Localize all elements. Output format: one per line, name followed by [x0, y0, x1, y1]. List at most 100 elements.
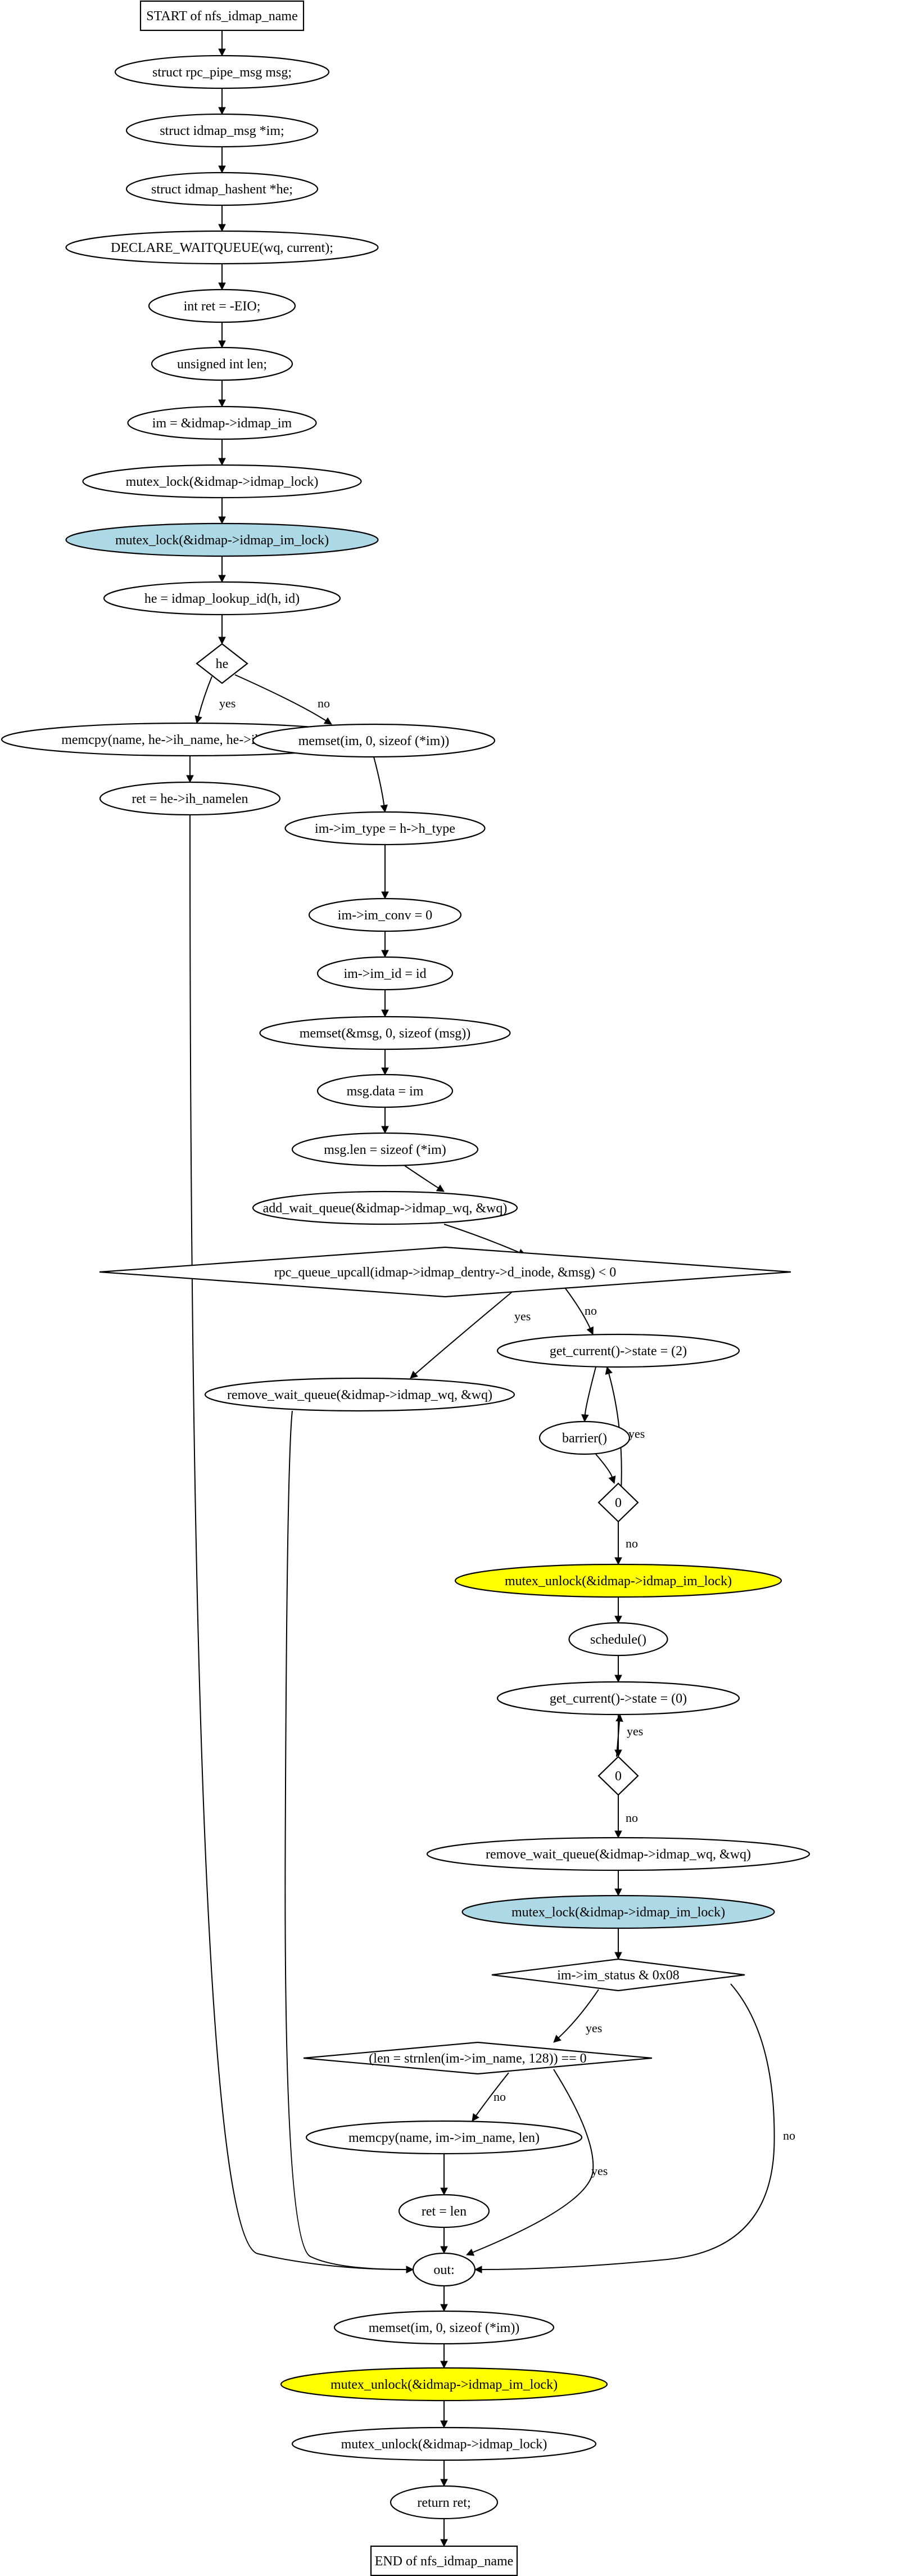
- node-label: struct rpc_pipe_msg msg;: [152, 65, 292, 80]
- edge-n28-to-d5: [614, 1928, 622, 1960]
- arrowhead: [381, 891, 389, 900]
- statement-node-n16[interactable]: im->im_id = id: [316, 956, 454, 991]
- node-ellipse: [204, 1377, 515, 1412]
- arrowhead: [218, 282, 226, 291]
- node-label: mutex_lock(&idmap->idmap_im_lock): [511, 1905, 725, 1920]
- node-label: END of nfs_idmap_name: [375, 2554, 514, 2569]
- node-label: ret = he->ih_namelen: [132, 792, 248, 806]
- statement-node-n2[interactable]: struct idmap_msg *im;: [125, 113, 319, 148]
- statement-node-n25[interactable]: schedule(): [568, 1622, 668, 1657]
- decision-node-d2[interactable]: rpc_queue_upcall(idmap->idmap_dentry->d_…: [99, 1246, 791, 1298]
- node-ellipse: [82, 464, 362, 499]
- edge-n4-to-n5: [218, 264, 226, 291]
- arrowhead: [440, 2361, 448, 2369]
- edge-n31-to-n32: [440, 2286, 448, 2312]
- node-ellipse: [125, 172, 319, 206]
- arrowhead: [440, 2420, 448, 2429]
- node-label: rpc_queue_upcall(idmap->idmap_dentry->d_…: [274, 1265, 616, 1280]
- statement-node-n8[interactable]: mutex_lock(&idmap->idmap_lock): [82, 464, 362, 499]
- edge-line: [595, 1454, 613, 1478]
- decision-node-d4[interactable]: 0: [597, 1756, 639, 1796]
- decision-node-d3[interactable]: 0: [597, 1482, 639, 1523]
- statement-node-n30[interactable]: ret = len: [398, 2194, 490, 2228]
- node-diamond: [99, 1246, 791, 1298]
- arrowhead: [614, 1557, 622, 1566]
- arrowhead: [586, 1326, 594, 1336]
- node-label: get_current()->state = (2): [550, 1344, 687, 1359]
- decision-node-d6[interactable]: (len = strnlen(im->im_name, 128)) == 0: [303, 2041, 653, 2075]
- edge-label-no: no: [585, 1303, 597, 1318]
- arrowhead: [440, 2304, 448, 2312]
- node-label: DECLARE_WAITQUEUE(wq, current);: [111, 241, 333, 255]
- edge-n9-to-n10: [218, 556, 226, 583]
- statement-node-n29[interactable]: memcpy(name, im->im_name, len): [305, 2120, 583, 2155]
- node-diamond: [196, 643, 248, 684]
- statement-node-n20[interactable]: add_wait_queue(&idmap->idmap_wq, &wq): [252, 1190, 518, 1225]
- node-diamond: [597, 1756, 639, 1796]
- statement-node-n23[interactable]: barrier(): [538, 1420, 631, 1455]
- node-diamond: [491, 1958, 745, 1992]
- statement-node-n33[interactable]: mutex_unlock(&idmap->idmap_im_lock): [280, 2367, 608, 2402]
- statement-node-n4[interactable]: DECLARE_WAITQUEUE(wq, current);: [65, 230, 379, 265]
- statement-node-n5[interactable]: int ret = -EIO;: [148, 288, 296, 323]
- edge-line: [584, 1366, 596, 1415]
- arrowhead: [440, 2479, 448, 2487]
- node-ellipse: [461, 1894, 775, 1929]
- statement-node-n27[interactable]: remove_wait_queue(&idmap->idmap_wq, &wq): [426, 1837, 811, 1871]
- statement-node-n13[interactable]: memset(im, 0, sizeof (*im)): [252, 723, 496, 758]
- edge-n22-to-n23: [581, 1366, 596, 1423]
- statement-node-n9[interactable]: mutex_lock(&idmap->idmap_im_lock): [65, 522, 379, 557]
- arrowhead: [218, 48, 226, 57]
- edge-n24-to-n25: [614, 1597, 622, 1624]
- statement-node-n3[interactable]: struct idmap_hashent *he;: [125, 172, 319, 206]
- statement-node-n17[interactable]: memset(&msg, 0, sizeof (msg)): [259, 1016, 511, 1050]
- edge-line: [481, 1983, 775, 2270]
- statement-node-n6[interactable]: unsigned int len;: [151, 346, 293, 381]
- statement-node-n1[interactable]: struct rpc_pipe_msg msg;: [114, 55, 330, 89]
- node-ellipse: [333, 2310, 555, 2345]
- statement-node-n24[interactable]: mutex_unlock(&idmap->idmap_im_lock): [454, 1563, 782, 1598]
- arrowhead: [472, 2113, 479, 2122]
- arrowhead: [323, 717, 332, 725]
- node-ellipse: [390, 2485, 499, 2520]
- statement-node-n15[interactable]: im->im_conv = 0: [308, 897, 462, 932]
- statement-node-n31[interactable]: out:: [412, 2252, 476, 2287]
- arrowhead: [440, 2246, 448, 2254]
- edge-n16-to-n17: [381, 990, 389, 1018]
- node-ellipse: [125, 113, 319, 148]
- statement-node-n35[interactable]: return ret;: [390, 2485, 499, 2520]
- decision-node-d1[interactable]: he: [196, 643, 248, 684]
- node-ellipse: [496, 1333, 740, 1368]
- statement-node-n19[interactable]: msg.len = sizeof (*im): [291, 1132, 479, 1167]
- edge-label-no: no: [626, 1811, 638, 1825]
- statement-node-n34[interactable]: mutex_unlock(&idmap->idmap_lock): [291, 2426, 597, 2461]
- statement-node-n21[interactable]: remove_wait_queue(&idmap->idmap_wq, &wq): [204, 1377, 515, 1412]
- edge-d2-to-n22: [564, 1287, 594, 1336]
- edge-d5-to-n31: [474, 1983, 775, 2273]
- arrowhead: [218, 399, 226, 408]
- statement-node-n10[interactable]: he = idmap_lookup_id(h, id): [103, 581, 341, 616]
- edge-label-yes: yes: [219, 696, 236, 710]
- statement-node-n26[interactable]: get_current()->state = (0): [496, 1681, 740, 1716]
- edge-n14-to-n15: [381, 845, 389, 900]
- terminal-node-start[interactable]: START of nfs_idmap_name: [139, 0, 305, 31]
- statement-node-n14[interactable]: im->im_type = h->h_type: [284, 811, 486, 846]
- statement-node-n18[interactable]: msg.data = im: [316, 1073, 454, 1108]
- edge-n3-to-n4: [218, 205, 226, 232]
- arrowhead: [218, 458, 226, 466]
- edge-d1-to-n13: [234, 674, 332, 725]
- statement-node-n22[interactable]: get_current()->state = (2): [496, 1333, 740, 1368]
- decision-node-d5[interactable]: im->im_status & 0x08: [491, 1958, 745, 1992]
- statement-node-n7[interactable]: im = &idmap->idmap_im: [127, 405, 317, 440]
- terminal-node-end[interactable]: END of nfs_idmap_name: [370, 2545, 518, 2576]
- edges-layer: [186, 30, 775, 2547]
- node-ellipse: [65, 522, 379, 557]
- arrowhead: [474, 2266, 482, 2273]
- statement-node-n32[interactable]: memset(im, 0, sizeof (*im)): [333, 2310, 555, 2345]
- arrowhead: [218, 107, 226, 115]
- node-label: memset(im, 0, sizeof (*im)): [298, 734, 450, 748]
- arrowhead: [218, 165, 226, 174]
- statement-node-n12[interactable]: ret = he->ih_namelen: [99, 781, 281, 816]
- statement-node-n28[interactable]: mutex_lock(&idmap->idmap_im_lock): [461, 1894, 775, 1929]
- node-ellipse: [568, 1622, 668, 1657]
